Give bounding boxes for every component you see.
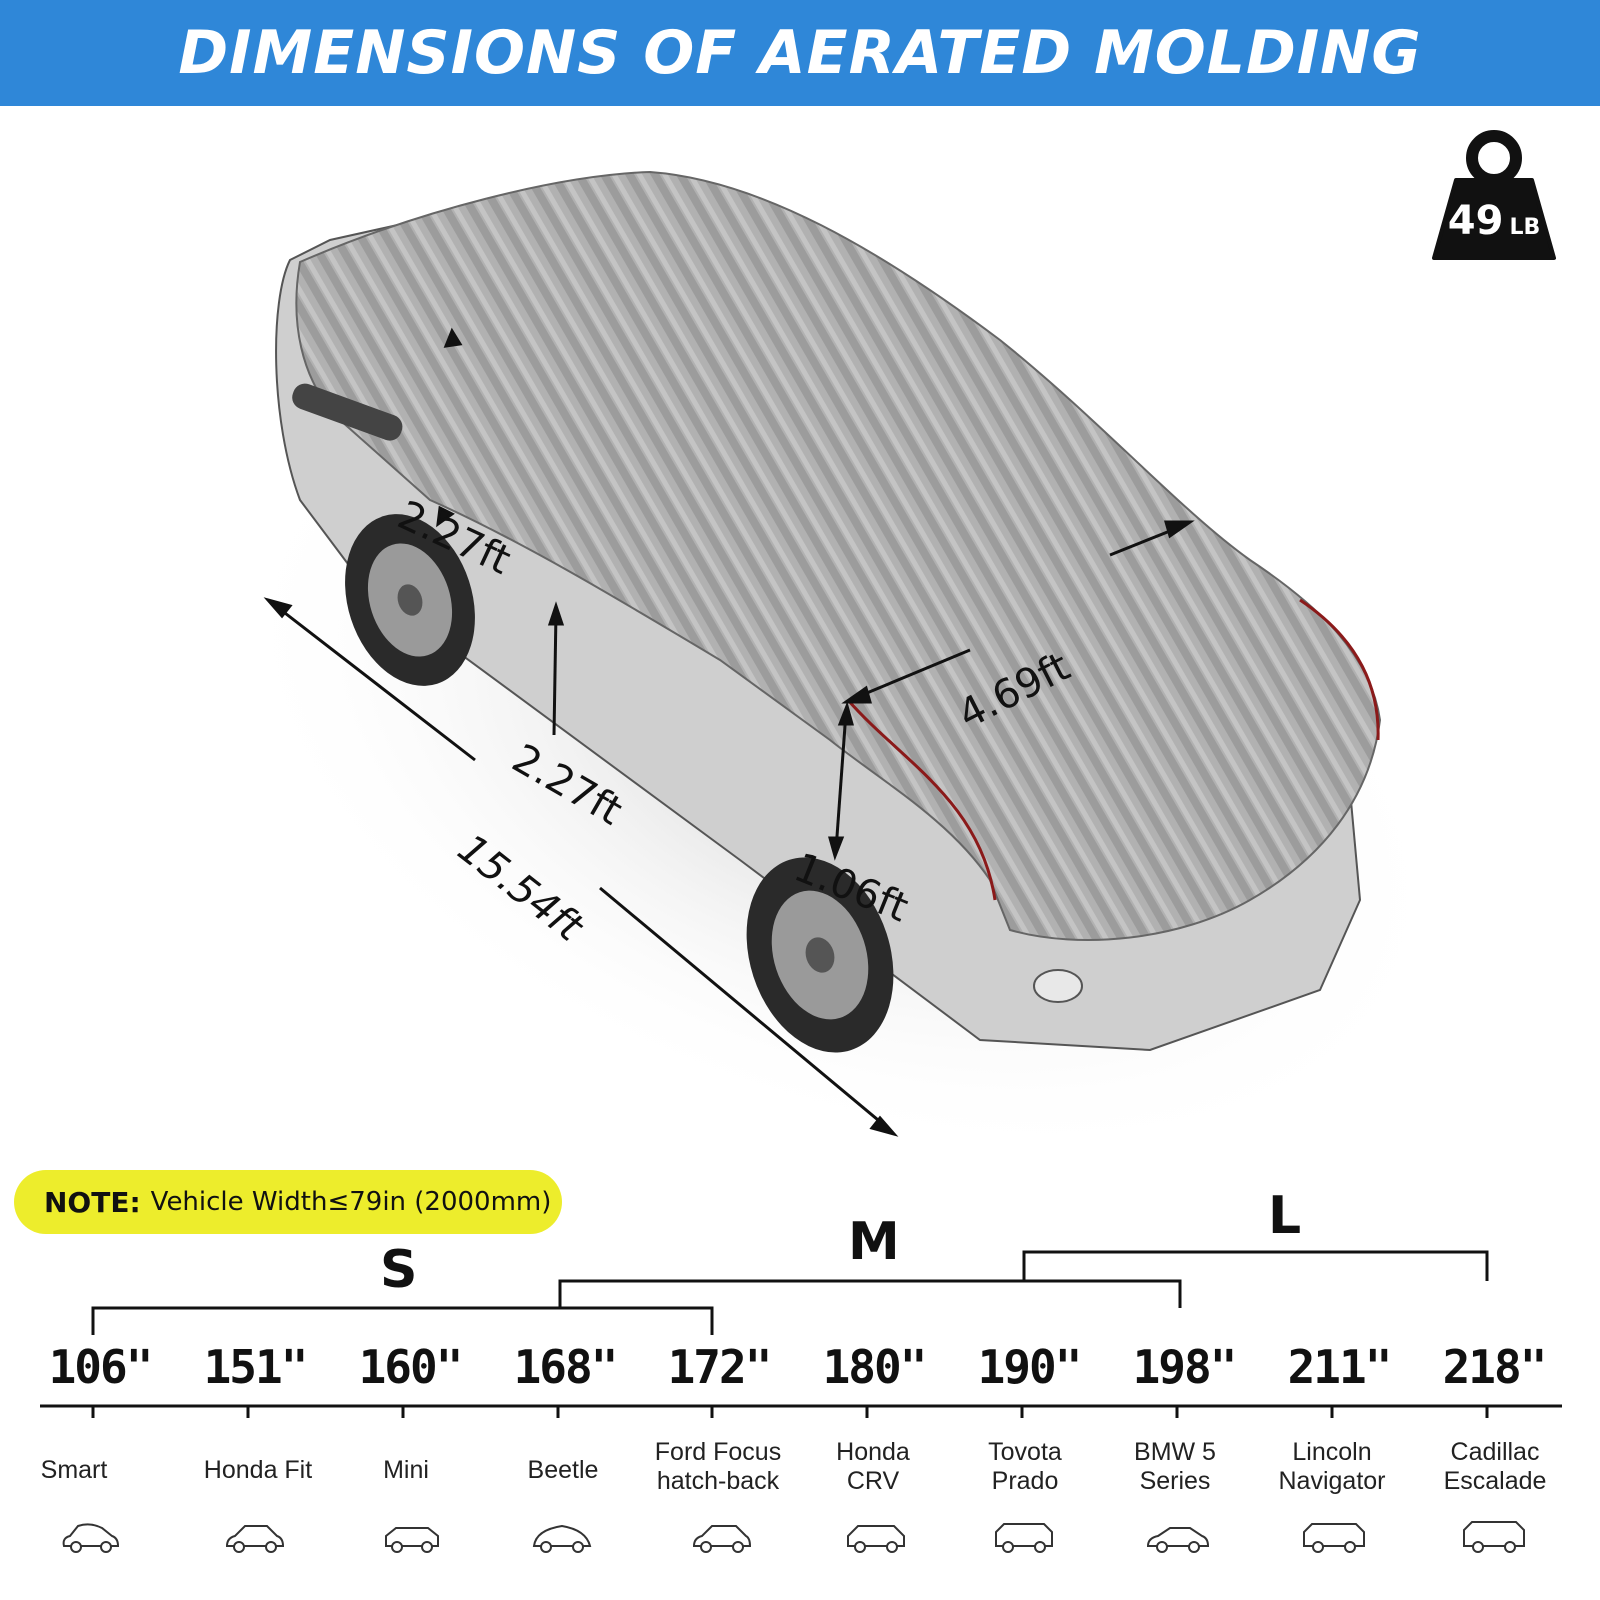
car-name-bmw-5: BMW 5 Series <box>1134 1438 1216 1495</box>
size-m-label: M <box>848 1212 900 1272</box>
vehicle-width-note: NOTE: Vehicle Width≤79in (2000mm) <box>14 1170 562 1234</box>
tick-211: 211" <box>1287 1340 1393 1394</box>
car-icon <box>847 1525 905 1553</box>
car-icon <box>995 1523 1053 1553</box>
page-title: DIMENSIONS OF AERATED MOLDING <box>178 18 1422 88</box>
car-name-ford-focus: Ford Focus hatch-back <box>654 1438 782 1495</box>
rear-wheel <box>345 514 475 686</box>
weight-unit: LB <box>1509 215 1541 240</box>
size-l-bracket <box>1022 1250 1489 1281</box>
car-name-cadillac-escalade: Cadillac Escalade <box>1443 1438 1547 1495</box>
car-icon <box>1463 1521 1525 1553</box>
car-name-beetle: Beetle <box>527 1456 599 1484</box>
tick-218: 218" <box>1442 1340 1548 1394</box>
size-l-label: L <box>1268 1186 1302 1246</box>
weight-icon <box>1432 130 1556 260</box>
front-wheel <box>746 857 894 1053</box>
car-icon <box>692 1525 752 1553</box>
car-icon <box>1303 1523 1365 1553</box>
note-label: NOTE: <box>44 1185 141 1219</box>
tick-151: 151" <box>203 1340 309 1394</box>
header-banner: DIMENSIONS OF AERATED MOLDING <box>0 0 1600 106</box>
car-icon <box>532 1524 592 1553</box>
car-icon <box>225 1525 285 1553</box>
length-axis <box>40 1404 1562 1418</box>
car-name-smart: Smart <box>40 1456 108 1484</box>
car-name-tovota-prado: Tovota Prado <box>988 1438 1062 1495</box>
size-s-bracket <box>91 1306 714 1335</box>
tick-172: 172" <box>667 1340 773 1394</box>
note-text: Vehicle Width≤79in (2000mm) <box>150 1187 552 1217</box>
car-icon <box>385 1527 439 1553</box>
car-illustration: 2.27ft 2.27ft 1.06ft 4.69ft 15.54ft <box>0 110 1600 1163</box>
car-icon <box>62 1523 120 1553</box>
car-icon <box>1146 1527 1210 1553</box>
car-name-mini: Mini <box>383 1456 429 1484</box>
car-name-honda-fit: Honda Fit <box>203 1456 313 1484</box>
size-m-bracket <box>558 1279 1182 1308</box>
covered-car-image <box>226 170 1454 1163</box>
tick-160: 160" <box>358 1340 464 1394</box>
car-name-honda-crv: Honda CRV <box>836 1438 910 1495</box>
weight-value: 49 <box>1447 198 1504 244</box>
tick-198: 198" <box>1132 1340 1238 1394</box>
size-brackets <box>91 1250 1489 1335</box>
tick-106: 106" <box>48 1340 154 1394</box>
tick-190: 190" <box>977 1340 1083 1394</box>
tick-168: 168" <box>513 1340 619 1394</box>
size-s-label: S <box>380 1240 418 1300</box>
car-name-lincoln-navigator: Lincoln Navigator <box>1278 1438 1386 1495</box>
tick-180: 180" <box>822 1340 928 1394</box>
